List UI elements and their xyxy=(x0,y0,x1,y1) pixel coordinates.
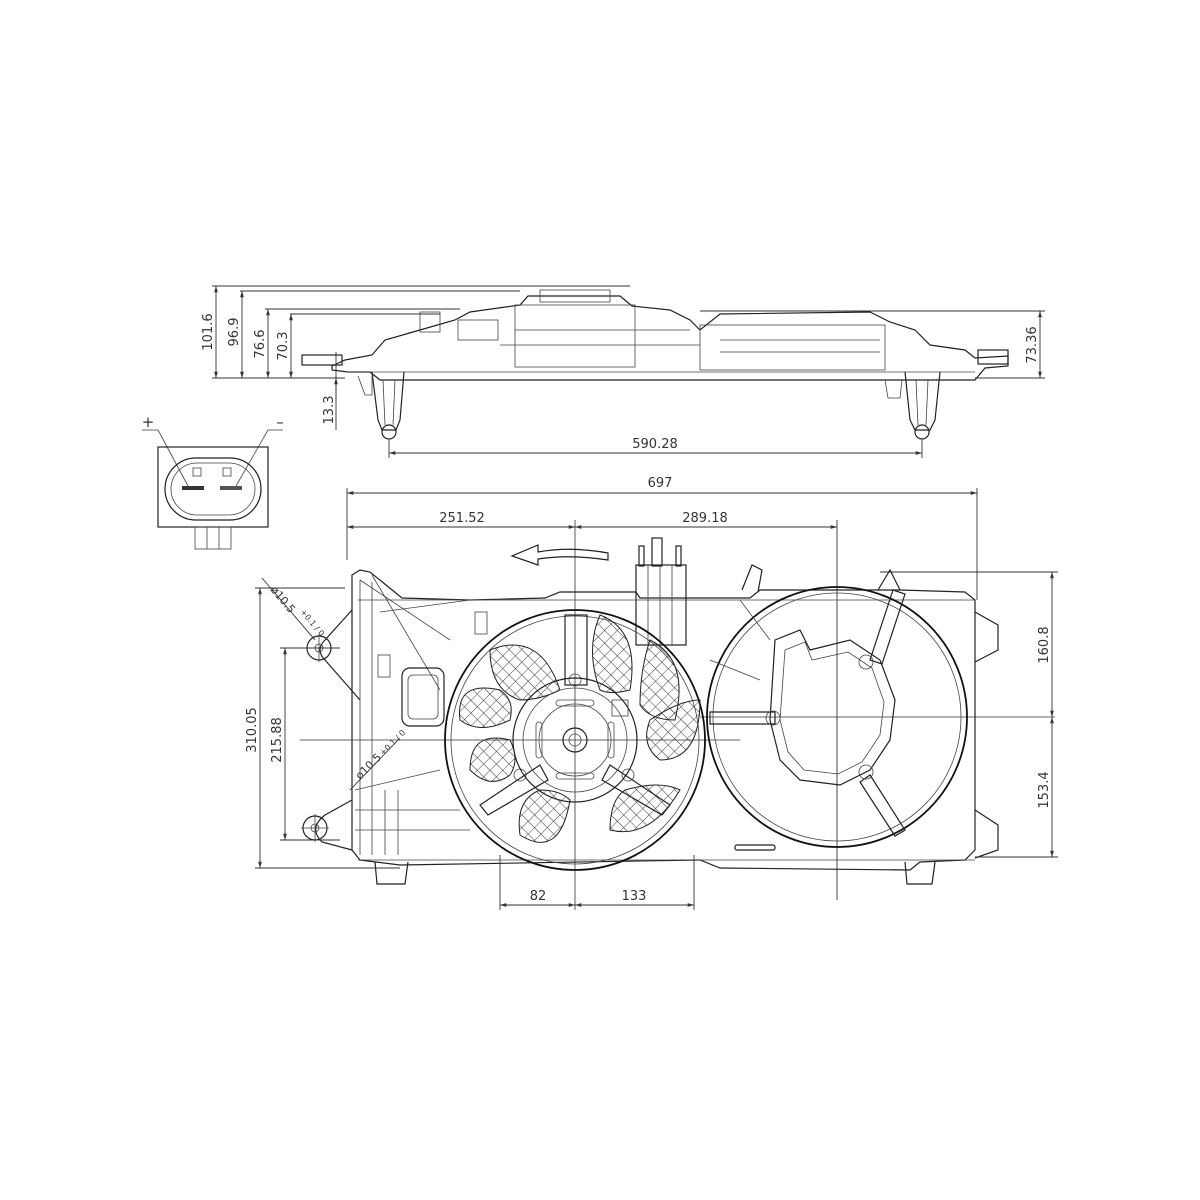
hole-lower-dia: ø10.5 xyxy=(353,751,384,782)
right-fan-shroud xyxy=(706,564,968,851)
right-upper-tab xyxy=(974,611,999,663)
left-fan-shroud-ring xyxy=(444,609,706,871)
top-view: 101.6 96.9 76.6 70.3 13.3 73.36 590.28 xyxy=(201,285,1045,458)
dim-153-4: 153.4 xyxy=(1037,771,1052,808)
minus-pin xyxy=(220,486,242,490)
motor-connector-block xyxy=(401,667,445,727)
left-mount-leg xyxy=(371,371,405,431)
dim-215-88: 215.88 xyxy=(270,717,285,763)
left-tab xyxy=(301,354,343,366)
dim-697: 697 xyxy=(648,476,673,491)
electrical-connector: + – xyxy=(142,413,284,550)
hole-upper-tol: +0.1 / 0 xyxy=(298,608,326,639)
dim-590-28: 590.28 xyxy=(632,437,678,452)
rotation-arrow-icon xyxy=(510,544,609,566)
right-fan-shroud-ring xyxy=(706,586,968,848)
right-mount-hole xyxy=(914,424,930,440)
left-mount-hole xyxy=(381,424,397,440)
left-foot xyxy=(374,861,409,885)
hole-lower-tol: +0.1 / 0 xyxy=(378,728,407,757)
right-mount-leg xyxy=(904,371,941,431)
dim-73-36: 73.36 xyxy=(1025,326,1040,363)
dim-96-9: 96.9 xyxy=(227,318,242,347)
left-fan-hub xyxy=(512,677,638,803)
front-view: 697 251.52 289.18 xyxy=(245,476,1058,910)
dim-76-6: 76.6 xyxy=(253,330,268,359)
dim-82: 82 xyxy=(530,889,547,904)
motor-mount-ring xyxy=(769,629,896,786)
dim-251-52: 251.52 xyxy=(439,511,485,526)
minus-label: – xyxy=(276,413,284,431)
fan-bracket-top xyxy=(564,614,588,686)
dim-133: 133 xyxy=(622,889,647,904)
right-foot xyxy=(904,861,936,885)
top-view-outline xyxy=(331,295,1009,381)
plus-label: + xyxy=(142,413,155,431)
dim-101-6: 101.6 xyxy=(201,313,216,350)
dim-310-05: 310.05 xyxy=(245,707,260,753)
dim-70-3: 70.3 xyxy=(276,332,291,361)
plus-pin xyxy=(182,486,204,490)
dim-289-18: 289.18 xyxy=(682,511,728,526)
right-lower-tab xyxy=(974,809,999,859)
dim-13-3: 13.3 xyxy=(322,396,337,425)
right-tab xyxy=(977,349,1009,365)
dim-160-8: 160.8 xyxy=(1037,626,1052,663)
harness-post xyxy=(635,564,687,646)
left-fan xyxy=(444,609,706,871)
